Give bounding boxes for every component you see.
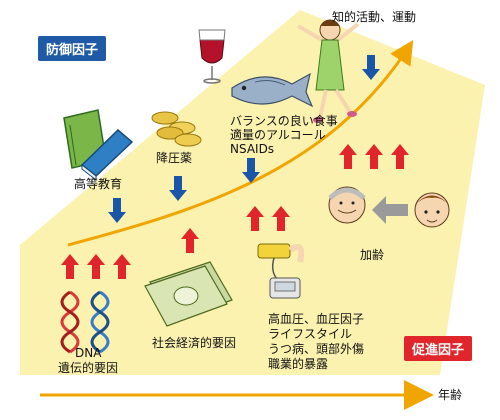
promoting-arrow xyxy=(61,254,79,279)
blood-pressure-monitor-icon xyxy=(257,243,305,299)
defense-arrow xyxy=(242,158,260,183)
promoting-arrow xyxy=(272,206,290,231)
defense-arrows xyxy=(108,55,380,223)
fish-icon xyxy=(231,72,314,108)
books-icon xyxy=(63,109,134,182)
background-band xyxy=(20,10,485,375)
age-axis-label: 年齢 xyxy=(438,388,463,402)
defense-arrow xyxy=(108,198,126,223)
risk-depression-label: うつ病、頭部外傷 xyxy=(268,342,365,356)
promoting-arrow xyxy=(113,254,131,279)
defense-arrow xyxy=(362,55,380,80)
defense-factors-badge: 防御因子 xyxy=(38,36,107,61)
child-icon xyxy=(414,192,450,228)
risk-lifestyle-label: ライフスタイル xyxy=(268,327,353,341)
intellectual-activity-label: 知的活動、運動 xyxy=(332,10,417,24)
risk-hypertension-label: 高血圧、血圧因子 xyxy=(268,312,365,326)
defense-arrow xyxy=(169,176,187,201)
exercising-woman-icon xyxy=(296,19,360,123)
money-icon xyxy=(144,261,233,327)
promoting-factors-badge: 促進因子 xyxy=(404,336,473,361)
aging-arrow xyxy=(372,196,408,224)
socioeconomic-label: 社会経済的要因 xyxy=(152,336,237,350)
risk-occupational-label: 職業的暴露 xyxy=(268,357,329,371)
balanced-diet-label: バランスの良い食事 xyxy=(230,114,338,128)
pills-icon xyxy=(151,111,202,147)
promoting-arrow xyxy=(391,144,409,169)
wine-glass-icon xyxy=(198,29,226,84)
old-man-icon xyxy=(328,186,366,224)
risk-curve xyxy=(67,39,414,247)
promoting-arrow xyxy=(246,206,264,231)
promoting-arrow xyxy=(365,144,383,169)
higher-education-label: 高等教育 xyxy=(74,177,123,191)
genetic-factors-label: 遺伝的要因 xyxy=(58,361,119,375)
promoting-arrow xyxy=(339,144,357,169)
nsaids-label: NSAIDs xyxy=(230,142,275,156)
aging-label: 加齢 xyxy=(360,248,385,262)
promoting-arrows xyxy=(61,144,409,279)
moderate-alcohol-label: 適量のアルコール xyxy=(230,128,326,142)
dna-helix-icon xyxy=(60,290,110,354)
promoting-arrow xyxy=(181,228,199,253)
dna-label: DNA xyxy=(75,346,102,360)
antihypertensive-label: 降圧薬 xyxy=(156,151,193,165)
promoting-arrow xyxy=(87,254,105,279)
